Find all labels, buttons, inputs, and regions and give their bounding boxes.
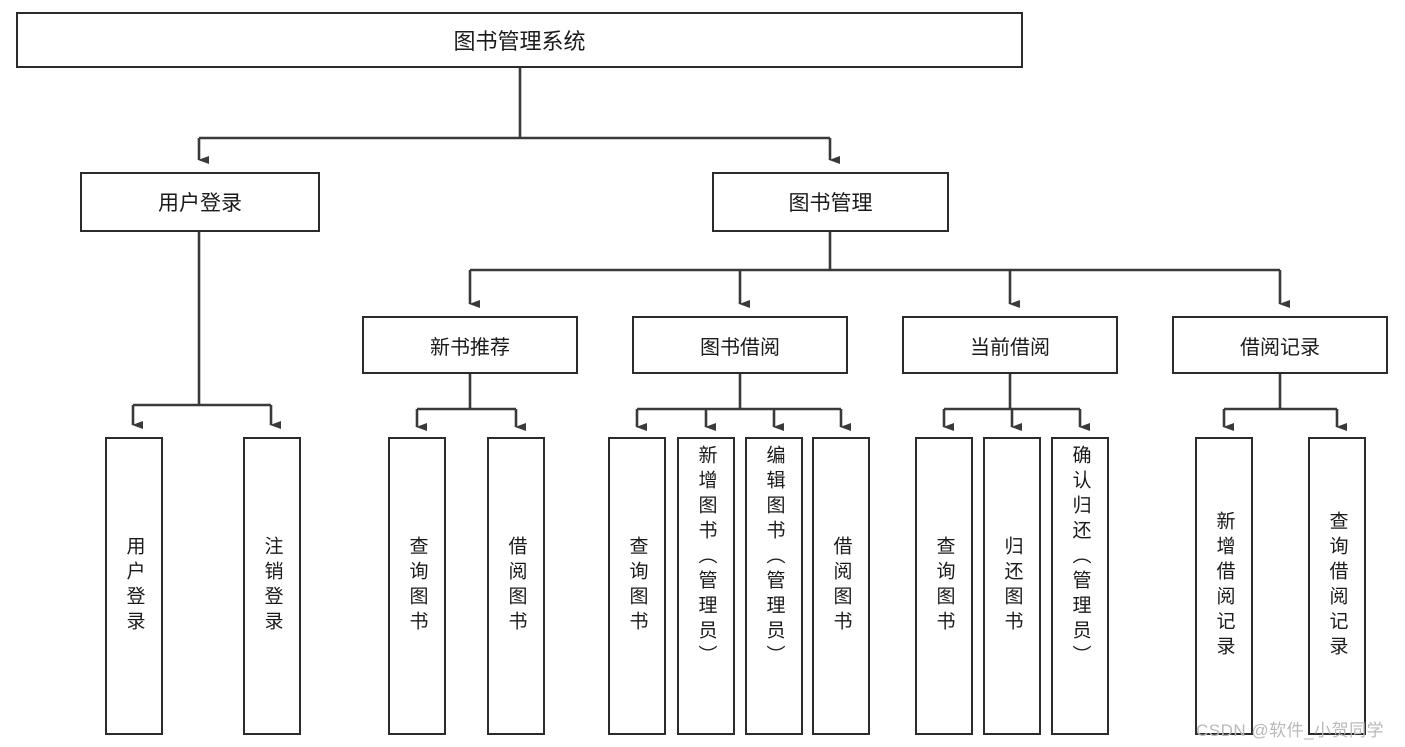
node-leaf-logout[interactable]: 注销登录 — [243, 437, 301, 735]
node-leaf-borrow-book[interactable]: 借阅图书 — [812, 437, 870, 735]
node-leaf-query-book-borrow[interactable]: 查询图书 — [608, 437, 666, 735]
edge-group-book-borrow — [635, 374, 851, 431]
node-leaf-query-record-label: 查询借阅记录 — [1326, 511, 1348, 661]
leaf-inner: 确认归还（管理员） — [1053, 439, 1107, 733]
node-leaf-query-record[interactable]: 查询借阅记录 — [1308, 437, 1366, 735]
leaf-inner: 编辑图书（管理员） — [747, 439, 801, 733]
node-leaf-return-book-label: 归还图书 — [1001, 536, 1023, 636]
node-leaf-add-book-label: 新增图书（管理员） — [695, 445, 717, 670]
edge-group-current-borrow — [942, 374, 1090, 431]
node-leaf-return-book[interactable]: 归还图书 — [983, 437, 1041, 735]
node-root[interactable]: 图书管理系统 — [16, 12, 1023, 68]
node-leaf-borrow-book-rec[interactable]: 借阅图书 — [487, 437, 545, 735]
node-new-book-recommend-label: 新书推荐 — [430, 336, 510, 359]
node-leaf-add-record-label: 新增借阅记录 — [1213, 511, 1235, 661]
node-book-borrow[interactable]: 图书借阅 — [632, 316, 848, 374]
leaf-inner: 新增图书（管理员） — [679, 439, 733, 733]
node-leaf-user-login-label: 用户登录 — [123, 536, 145, 636]
leaf-inner: 借阅图书 — [489, 439, 543, 733]
node-borrow-record[interactable]: 借阅记录 — [1172, 316, 1388, 374]
leaf-inner: 查询图书 — [917, 439, 971, 733]
edge-group-borrow-record — [1222, 374, 1347, 431]
csdn-watermark: CSDN @软件_小贺同学 — [1196, 721, 1385, 740]
edge-group-book-manage — [468, 232, 1290, 308]
leaf-inner: 新增借阅记录 — [1197, 439, 1251, 733]
node-leaf-add-book[interactable]: 新增图书（管理员） — [677, 437, 735, 735]
node-leaf-edit-book-label: 编辑图书（管理员） — [763, 445, 785, 670]
node-current-borrow-label: 当前借阅 — [970, 336, 1050, 359]
edge-group-user-login — [131, 232, 281, 429]
node-leaf-edit-book[interactable]: 编辑图书（管理员） — [745, 437, 803, 735]
node-borrow-record-label: 借阅记录 — [1240, 336, 1320, 359]
leaf-inner: 用户登录 — [107, 439, 161, 733]
node-user-login[interactable]: 用户登录 — [80, 172, 320, 232]
node-leaf-confirm-return[interactable]: 确认归还（管理员） — [1051, 437, 1109, 735]
node-new-book-recommend[interactable]: 新书推荐 — [362, 316, 578, 374]
edge-group-new-book-recommend — [415, 374, 526, 431]
node-book-borrow-label: 图书借阅 — [700, 336, 780, 359]
node-leaf-logout-label: 注销登录 — [261, 536, 283, 636]
leaf-inner: 查询图书 — [390, 439, 444, 733]
node-leaf-query-book-rec-label: 查询图书 — [406, 536, 428, 636]
leaf-inner: 借阅图书 — [814, 439, 868, 733]
leaf-inner: 查询借阅记录 — [1310, 439, 1364, 733]
node-current-borrow[interactable]: 当前借阅 — [902, 316, 1118, 374]
node-book-manage-label: 图书管理 — [788, 192, 873, 215]
node-leaf-add-record[interactable]: 新增借阅记录 — [1195, 437, 1253, 735]
edge-group-root — [197, 68, 840, 164]
leaf-inner: 查询图书 — [610, 439, 664, 733]
node-leaf-query-book-current[interactable]: 查询图书 — [915, 437, 973, 735]
leaf-inner: 注销登录 — [245, 439, 299, 733]
node-leaf-borrow-book-rec-label: 借阅图书 — [505, 536, 527, 636]
node-leaf-query-book-rec[interactable]: 查询图书 — [388, 437, 446, 735]
node-leaf-query-book-current-label: 查询图书 — [933, 536, 955, 636]
leaf-inner: 归还图书 — [985, 439, 1039, 733]
node-book-manage[interactable]: 图书管理 — [712, 172, 949, 232]
node-user-login-label: 用户登录 — [158, 192, 242, 215]
node-leaf-borrow-book-label: 借阅图书 — [830, 536, 852, 636]
node-root-label: 图书管理系统 — [453, 29, 586, 54]
node-leaf-user-login[interactable]: 用户登录 — [105, 437, 163, 735]
node-leaf-confirm-return-label: 确认归还（管理员） — [1069, 445, 1091, 670]
node-leaf-query-book-borrow-label: 查询图书 — [626, 536, 648, 636]
